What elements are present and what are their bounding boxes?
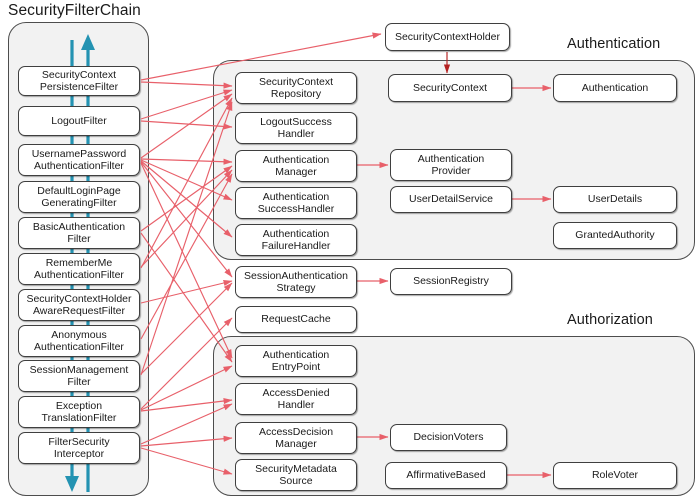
node-access-decision-manager[interactable]: AccessDecision Manager <box>235 422 357 454</box>
authorization-group-title: Authorization <box>567 312 653 328</box>
node-authentication-entry-point[interactable]: Authentication EntryPoint <box>235 345 357 377</box>
node-security-context-holder-aware-request-filter[interactable]: SecurityContextHolder AwareRequestFilter <box>18 289 140 321</box>
node-authentication-failure-handler[interactable]: Authentication FailureHandler <box>235 224 357 256</box>
node-role-voter[interactable]: RoleVoter <box>553 462 677 489</box>
node-username-password-authentication-filter[interactable]: UsernamePassword AuthenticationFilter <box>18 144 140 176</box>
authentication-group-title: Authentication <box>567 36 661 52</box>
node-user-details[interactable]: UserDetails <box>553 186 677 213</box>
node-security-context[interactable]: SecurityContext <box>388 74 512 102</box>
node-basic-authentication-filter[interactable]: BasicAuthentication Filter <box>18 217 140 249</box>
node-authentication-provider[interactable]: Authentication Provider <box>390 149 512 181</box>
node-anonymous-authentication-filter[interactable]: Anonymous AuthenticationFilter <box>18 325 140 357</box>
node-filter-security-interceptor[interactable]: FilterSecurity Interceptor <box>18 432 140 464</box>
page-title: SecurityFilterChain <box>8 2 141 19</box>
node-default-login-page-generating-filter[interactable]: DefaultLoginPage GeneratingFilter <box>18 181 140 213</box>
node-decision-voters[interactable]: DecisionVoters <box>390 424 507 451</box>
node-security-metadata-source[interactable]: SecurityMetadata Source <box>235 459 357 491</box>
node-authentication[interactable]: Authentication <box>553 74 677 102</box>
node-security-context-repository[interactable]: SecurityContext Repository <box>235 72 357 104</box>
node-exception-translation-filter[interactable]: Exception TranslationFilter <box>18 396 140 428</box>
node-session-registry[interactable]: SessionRegistry <box>390 268 512 295</box>
node-authentication-success-handler[interactable]: Authentication SuccessHandler <box>235 187 357 219</box>
node-security-context-persistence-filter[interactable]: SecurityContext PersistenceFilter <box>18 66 140 96</box>
node-granted-authority[interactable]: GrantedAuthority <box>553 222 677 249</box>
node-security-context-holder[interactable]: SecurityContextHolder <box>385 23 510 51</box>
node-session-authentication-strategy[interactable]: SessionAuthentication Strategy <box>235 266 357 298</box>
node-remember-me-authentication-filter[interactable]: RememberMe AuthenticationFilter <box>18 253 140 285</box>
node-request-cache[interactable]: RequestCache <box>235 306 357 333</box>
node-user-detail-service[interactable]: UserDetailService <box>390 186 512 213</box>
node-logout-success-handler[interactable]: LogoutSuccess Handler <box>235 112 357 144</box>
node-authentication-manager[interactable]: Authentication Manager <box>235 150 357 182</box>
node-logout-filter[interactable]: LogoutFilter <box>18 106 140 136</box>
node-affirmative-based[interactable]: AffirmativeBased <box>385 462 507 489</box>
node-session-management-filter[interactable]: SessionManagement Filter <box>18 360 140 392</box>
node-access-denied-handler[interactable]: AccessDenied Handler <box>235 383 357 415</box>
